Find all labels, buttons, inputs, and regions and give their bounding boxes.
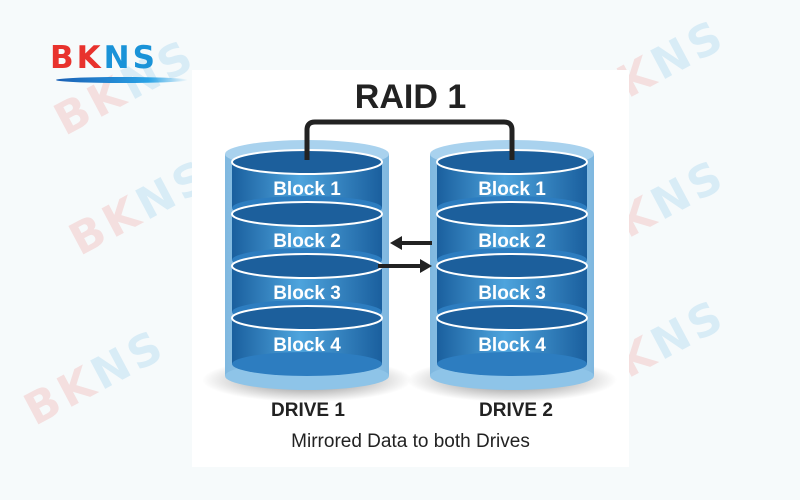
- block-label: Block 1: [478, 179, 546, 200]
- block-label: Block 1: [273, 179, 341, 200]
- block-label: Block 3: [273, 283, 341, 304]
- disk-block: Block 4: [436, 305, 588, 376]
- block-label: Block 4: [273, 335, 341, 356]
- drive-1-label: DRIVE 1: [271, 400, 345, 421]
- left-arrow: [390, 236, 432, 250]
- drive-1: Block 1 Block 2 Block 3 Block 4: [202, 140, 412, 402]
- block-label: Block 4: [478, 335, 546, 356]
- diagram-caption: Mirrored Data to both Drives: [291, 431, 530, 452]
- drive-2-label: DRIVE 2: [479, 400, 553, 421]
- diagram-title: RAID 1: [354, 78, 467, 116]
- drive-2: Block 1 Block 2 Block 3 Block 4: [407, 140, 617, 402]
- watermark: BKNS: [16, 319, 175, 436]
- block-label: Block 2: [273, 231, 341, 252]
- logo-text-red: BK: [50, 40, 104, 76]
- block-label: Block 3: [478, 283, 546, 304]
- disk-block: Block 1: [231, 149, 383, 220]
- disk-block: Block 4: [231, 305, 383, 376]
- brand-logo: BKNS: [50, 43, 190, 88]
- logo-swoosh: [56, 77, 188, 83]
- right-arrow: [378, 259, 432, 273]
- disk-block: Block 3: [231, 253, 383, 324]
- raid-connector: [304, 119, 515, 160]
- block-label: Block 2: [478, 231, 546, 252]
- logo-text-blue: NS: [103, 40, 158, 76]
